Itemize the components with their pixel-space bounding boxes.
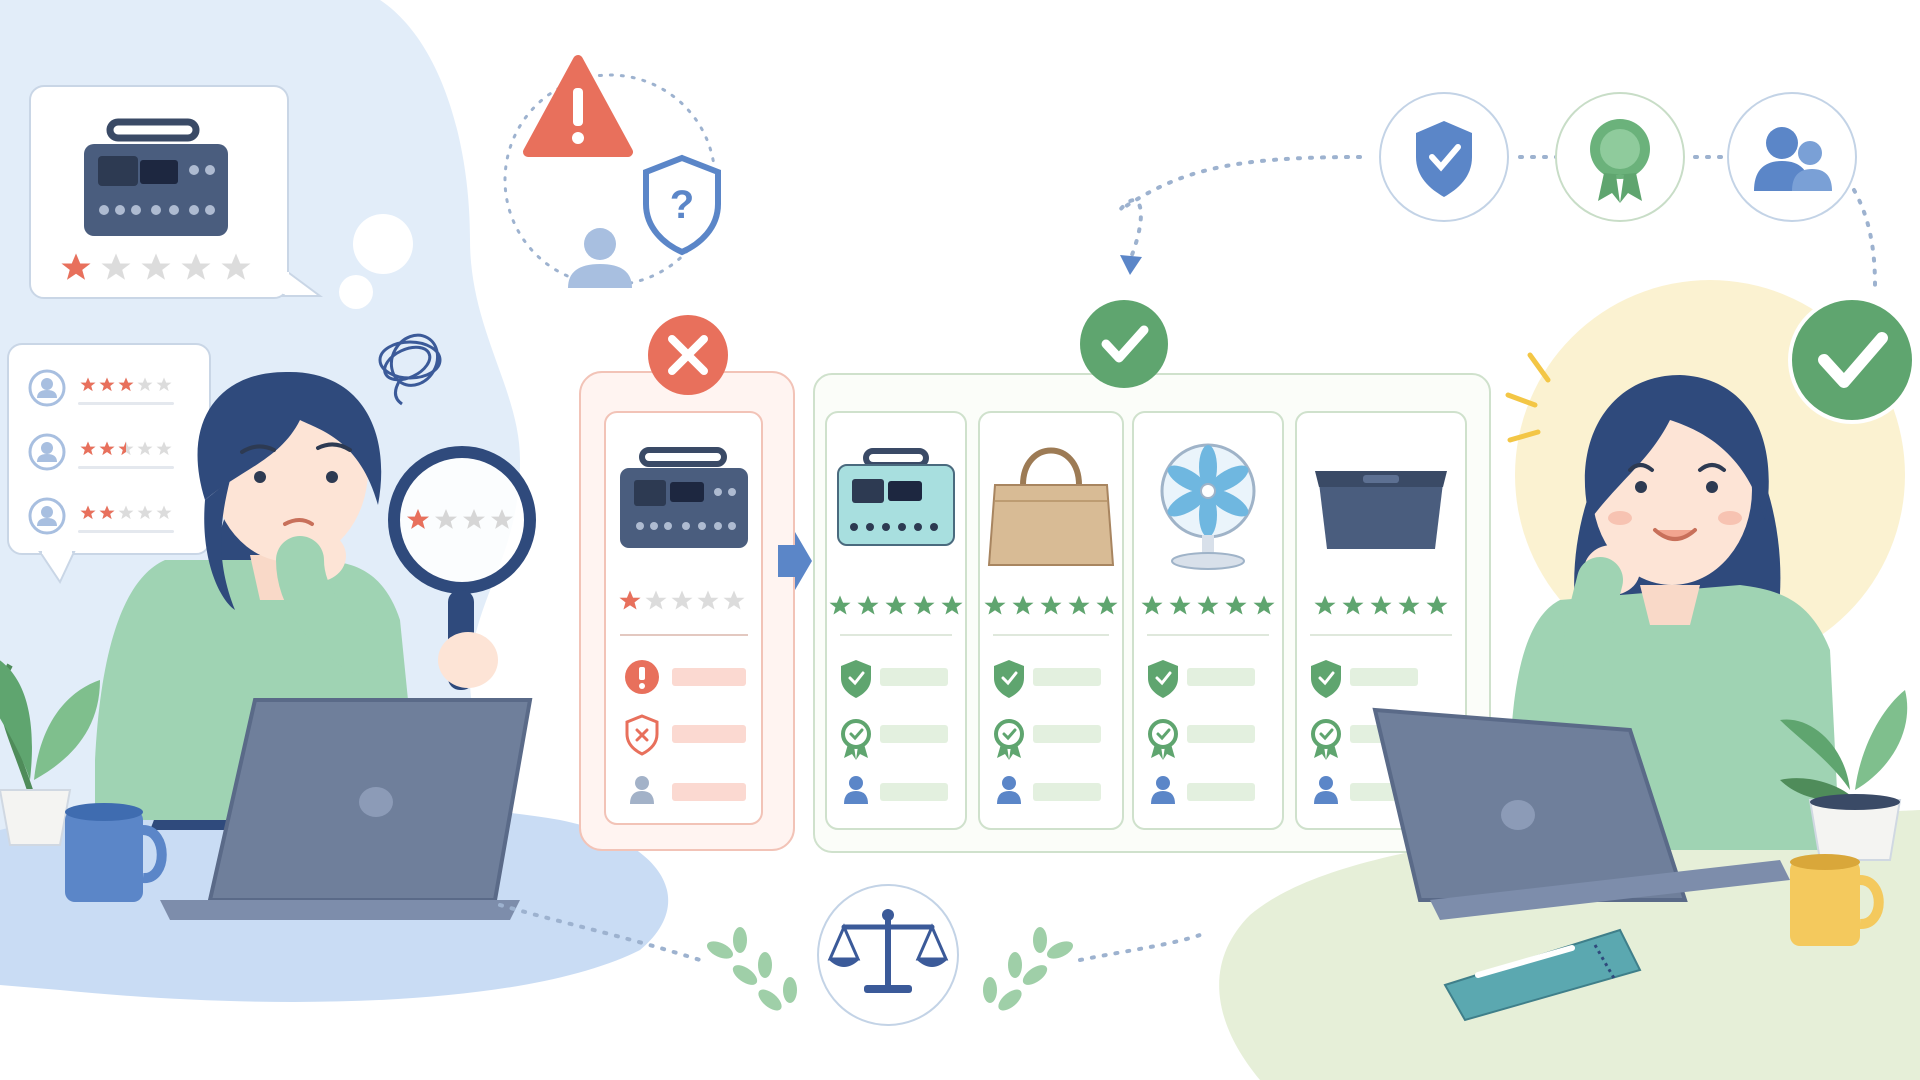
criteria-bar — [1350, 668, 1418, 686]
award-badge-icon — [841, 719, 871, 760]
balance-scale-icon — [817, 884, 959, 1026]
criteria-bar — [880, 668, 948, 686]
criteria-bar — [1033, 725, 1101, 743]
portable-power-station-icon — [620, 447, 748, 548]
criteria-bar — [880, 725, 948, 743]
approved-card — [1132, 411, 1284, 830]
approved-card — [978, 411, 1124, 830]
power-station-mint-icon — [837, 448, 955, 546]
review-text-line — [78, 466, 174, 469]
right-plant — [1780, 690, 1908, 861]
user-icon — [568, 228, 632, 288]
user-avatar-icon — [28, 433, 66, 471]
criteria-bar — [1187, 668, 1255, 686]
exclamation-circle-icon — [625, 660, 659, 694]
shield-check-icon — [994, 660, 1024, 698]
scribble-thought-icon — [378, 333, 442, 406]
check-circle-icon — [1080, 300, 1168, 388]
trust-badge-shield — [1379, 92, 1509, 222]
storage-box-icon — [1315, 471, 1447, 549]
happy-woman — [1510, 375, 1840, 850]
bottom-dotted-right — [1078, 933, 1202, 962]
left-laptop — [160, 698, 533, 920]
rejected-card — [579, 371, 795, 851]
sparkle-lines — [1505, 352, 1551, 443]
review-text-line — [78, 530, 174, 533]
desk-fan-icon — [1160, 443, 1256, 570]
x-circle-icon — [648, 315, 728, 395]
trust-arrowhead — [1120, 255, 1142, 275]
rejected-criteria-bars — [672, 668, 746, 801]
hand — [438, 632, 498, 688]
shield-check-icon — [841, 660, 871, 698]
shield-question-icon: ? — [643, 154, 721, 256]
shield-x-icon — [625, 714, 659, 756]
criteria-bar — [880, 783, 948, 801]
approved-card — [825, 411, 967, 830]
user-avatar-icon — [28, 497, 66, 535]
criteria-bar — [1033, 783, 1101, 801]
arrow-right-icon — [778, 532, 812, 590]
shield-check-icon — [1148, 660, 1178, 698]
award-badge-icon — [994, 719, 1024, 760]
award-badge-icon — [1311, 719, 1341, 760]
criteria-bar — [1187, 783, 1255, 801]
trust-badge-users — [1727, 92, 1857, 222]
laurel-left — [706, 927, 797, 1011]
svg-text:?: ? — [670, 183, 694, 227]
criteria-bar — [1187, 725, 1255, 743]
warning-triangle-icon — [523, 55, 633, 157]
handbag-icon — [987, 447, 1115, 566]
trust-badge-award — [1555, 92, 1685, 222]
check-circle-icon — [1788, 296, 1916, 424]
approved-cards — [825, 411, 1467, 830]
notebook-icon — [1443, 928, 1642, 1022]
left-plant — [0, 660, 100, 846]
portable-power-station-icon — [84, 118, 228, 236]
laurel-right — [983, 927, 1074, 1011]
trust-dotted-connector — [1518, 155, 1877, 287]
award-badge-icon — [1148, 719, 1178, 760]
review-text-line — [78, 402, 174, 405]
right-laptop — [1372, 707, 1790, 920]
criteria-bar — [1033, 668, 1101, 686]
worried-woman — [95, 371, 420, 830]
right-mug — [1790, 854, 1884, 946]
shield-check-icon — [1311, 660, 1341, 698]
bottom-dotted-left — [498, 903, 702, 962]
trust-dotted-arrow — [1118, 155, 1362, 262]
user-avatar-icon — [28, 369, 66, 407]
review-list — [28, 369, 174, 535]
left-mug — [65, 803, 167, 902]
